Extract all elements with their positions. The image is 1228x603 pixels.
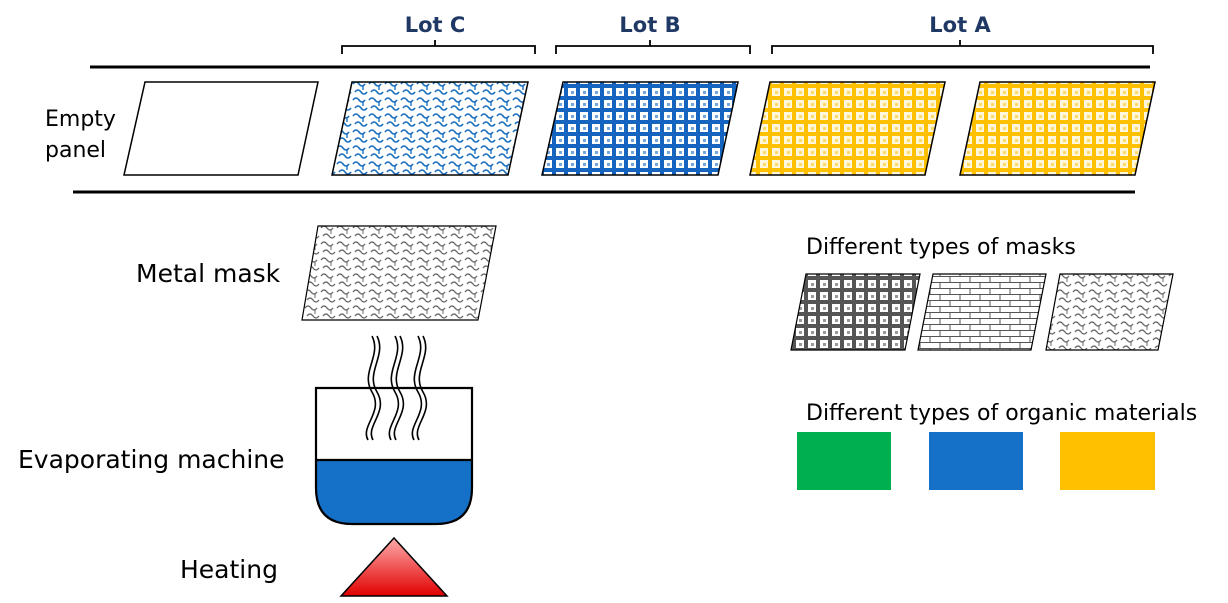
lot-a-panel-2 xyxy=(959,81,1156,176)
material-yellow-swatch xyxy=(1060,432,1155,490)
lot-b-group: Lot B xyxy=(555,13,751,54)
masks-legend-title: Different types of masks xyxy=(806,235,1076,260)
lot-a-panel-1 xyxy=(749,81,946,176)
lot-a-brace xyxy=(771,40,1154,54)
machine-body xyxy=(314,386,474,526)
material-green-swatch xyxy=(797,432,891,490)
lot-c-group: Lot C xyxy=(341,13,536,54)
lot-c-label: Lot C xyxy=(405,13,466,37)
mask-type-brick xyxy=(917,273,1047,351)
vapor-icon xyxy=(365,335,428,441)
machine-liquid xyxy=(316,460,472,524)
material-blue-swatch xyxy=(929,432,1023,490)
empty-panel xyxy=(123,81,319,176)
metal-mask xyxy=(301,225,497,321)
lot-c-panel xyxy=(331,81,529,176)
lot-b-label: Lot B xyxy=(619,13,680,37)
lot-a-label: Lot A xyxy=(929,13,991,37)
evaporating-machine xyxy=(314,386,474,526)
metal-mask-label: Metal mask xyxy=(136,259,281,288)
lot-a-group: Lot A xyxy=(771,13,1154,54)
heater-icon xyxy=(339,536,449,597)
mask-type-plaid xyxy=(790,273,921,351)
empty-panel-label-line1: Empty xyxy=(45,107,116,132)
lot-b-brace xyxy=(555,40,751,54)
empty-panel-label-line2: panel xyxy=(45,138,106,163)
mask-type-curly xyxy=(1045,273,1174,351)
materials-legend-title: Different types of organic materials xyxy=(806,401,1197,426)
heating-label: Heating xyxy=(180,555,278,584)
lot-c-brace xyxy=(341,40,536,54)
lot-b-panel xyxy=(541,81,739,176)
evaporating-machine-label: Evaporating machine xyxy=(18,445,285,474)
